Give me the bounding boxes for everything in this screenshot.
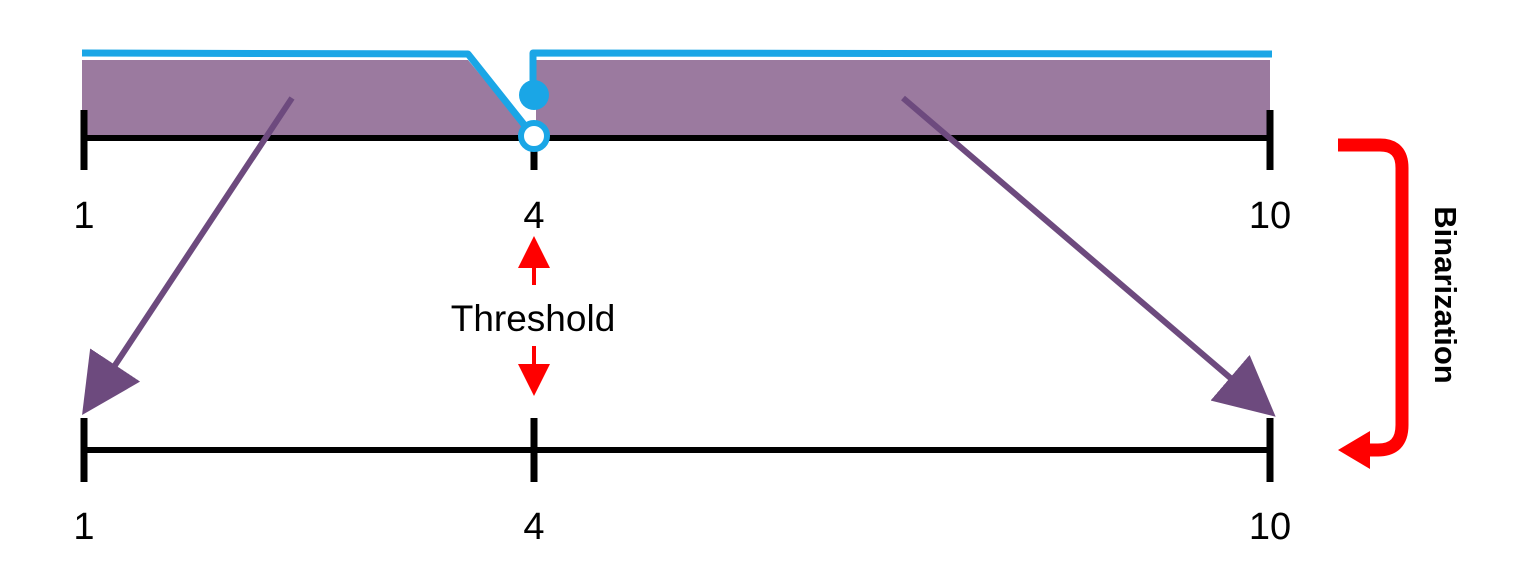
top-tick-label-1: 1: [73, 195, 94, 237]
open-dot: [518, 120, 550, 152]
step-curve-left: [81, 49, 529, 130]
threshold-label: Threshold: [451, 298, 616, 339]
mapping-arrow-left: [82, 96, 295, 416]
shaded-region: [82, 60, 528, 137]
top-tick-label-4: 4: [523, 195, 544, 237]
top-tick-label-10: 10: [1249, 195, 1291, 237]
binarization-arrowhead: [1338, 431, 1370, 469]
bottom-tick-label-4: 4: [523, 506, 544, 548]
binarization-label: Binarization: [1428, 206, 1463, 383]
binarization-arrow: [1338, 138, 1409, 457]
mapping-arrow-right: [901, 95, 1276, 417]
bottom-tick-label-1: 1: [73, 506, 94, 548]
filled-dot: [519, 80, 549, 110]
bottom-tick-label-10: 10: [1249, 506, 1291, 548]
